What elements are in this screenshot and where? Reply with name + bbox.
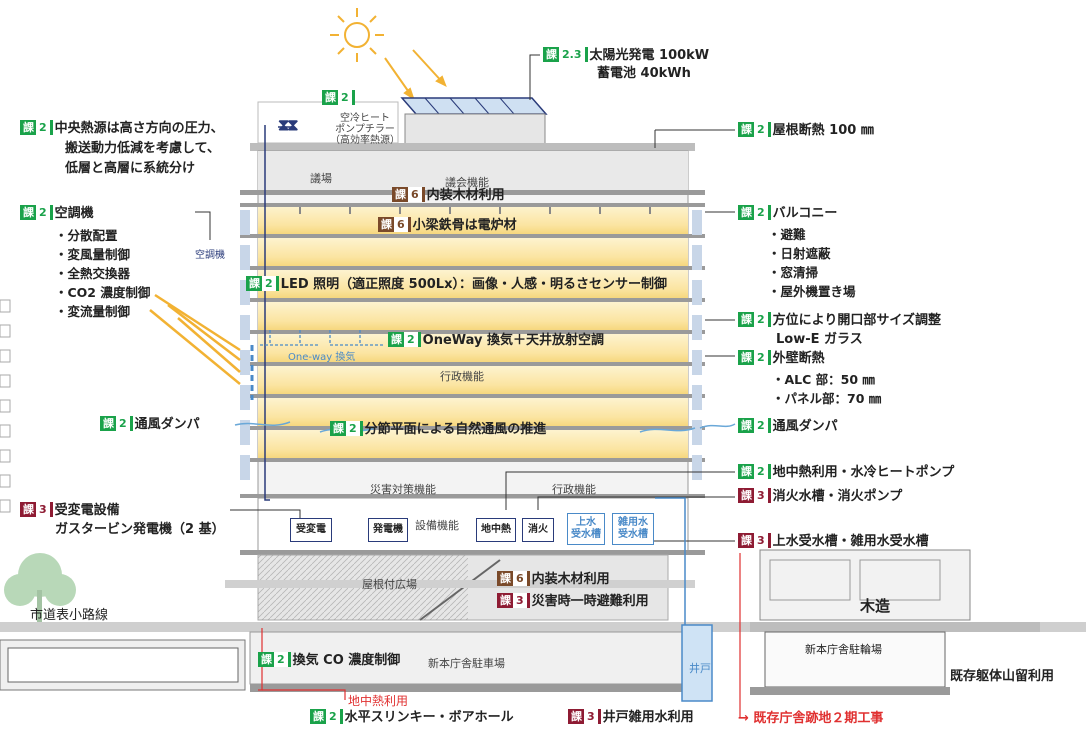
sun-ray-arrows: [384, 49, 447, 101]
ahu-items: ・分散配置・変風量制御・全熱交換器 ・CO2 濃度制御・変流量制御: [55, 228, 151, 319]
balcony-items: ・避難・日射遮蔽 ・窓清掃・屋外機置き場: [768, 227, 856, 299]
geothermal-use-label: 地中熱利用: [348, 694, 409, 708]
admin-function-label-2: 行政機能: [552, 483, 596, 496]
tree-icon: [4, 553, 76, 622]
disaster-function-label: 災害対策機能: [370, 483, 436, 496]
solar-panel: [400, 97, 548, 115]
equipment-function-label: 設備機能: [415, 519, 459, 532]
chiller-note: 空冷ヒートポンプチラー（高効率熱源）: [330, 113, 400, 146]
existing-frame-label: 既存躯体山留利用: [950, 669, 1055, 684]
wall-items: ・ALC 部：50 ㎜・パネル部：70 ㎜: [772, 372, 882, 406]
generator-label: ガスタービン発電機（2 基）: [55, 522, 225, 537]
room-water-tank: 上水 受水槽: [567, 513, 605, 545]
ahu-note: 空調機: [195, 250, 225, 261]
room-substation: 受変電: [290, 518, 332, 542]
wood-structure-label: 木造: [860, 597, 891, 615]
oneway-note: One-way 換気: [288, 352, 356, 363]
bike-parking-label: 新本庁舎駐輪場: [805, 643, 882, 656]
parking-label: 新本庁舎駐車場: [428, 657, 505, 670]
room-fire: 消火: [522, 518, 554, 542]
battery-label: 蓄電池 40kWh: [597, 66, 691, 81]
central-heat-line2: 搬送動力低減を考慮して、: [65, 141, 220, 156]
room-geothermal: 地中熱: [476, 518, 516, 542]
room-gray-water-tank: 雑用水 受水槽: [612, 513, 654, 545]
office-floors: [258, 206, 688, 458]
phase2-label: → 既存庁舎跡地２期工事: [738, 711, 884, 726]
chiller-icon: ⧗⧗: [278, 115, 299, 134]
well-label: 井戸: [689, 662, 711, 675]
admin-function-label-1: 行政機能: [440, 370, 484, 383]
lowe-glass-label: Low-E ガラス: [776, 332, 863, 347]
council-chamber-label: 議場: [310, 172, 332, 185]
room-generator: 発電機: [368, 518, 408, 542]
council-function-label: 議会機能: [445, 176, 489, 189]
sun-icon: [330, 8, 384, 62]
central-heat-line3: 低層と高層に系統分け: [65, 161, 196, 176]
plaza-label: 屋根付広場: [362, 578, 417, 591]
road-label: 市道表小路線: [30, 608, 109, 623]
